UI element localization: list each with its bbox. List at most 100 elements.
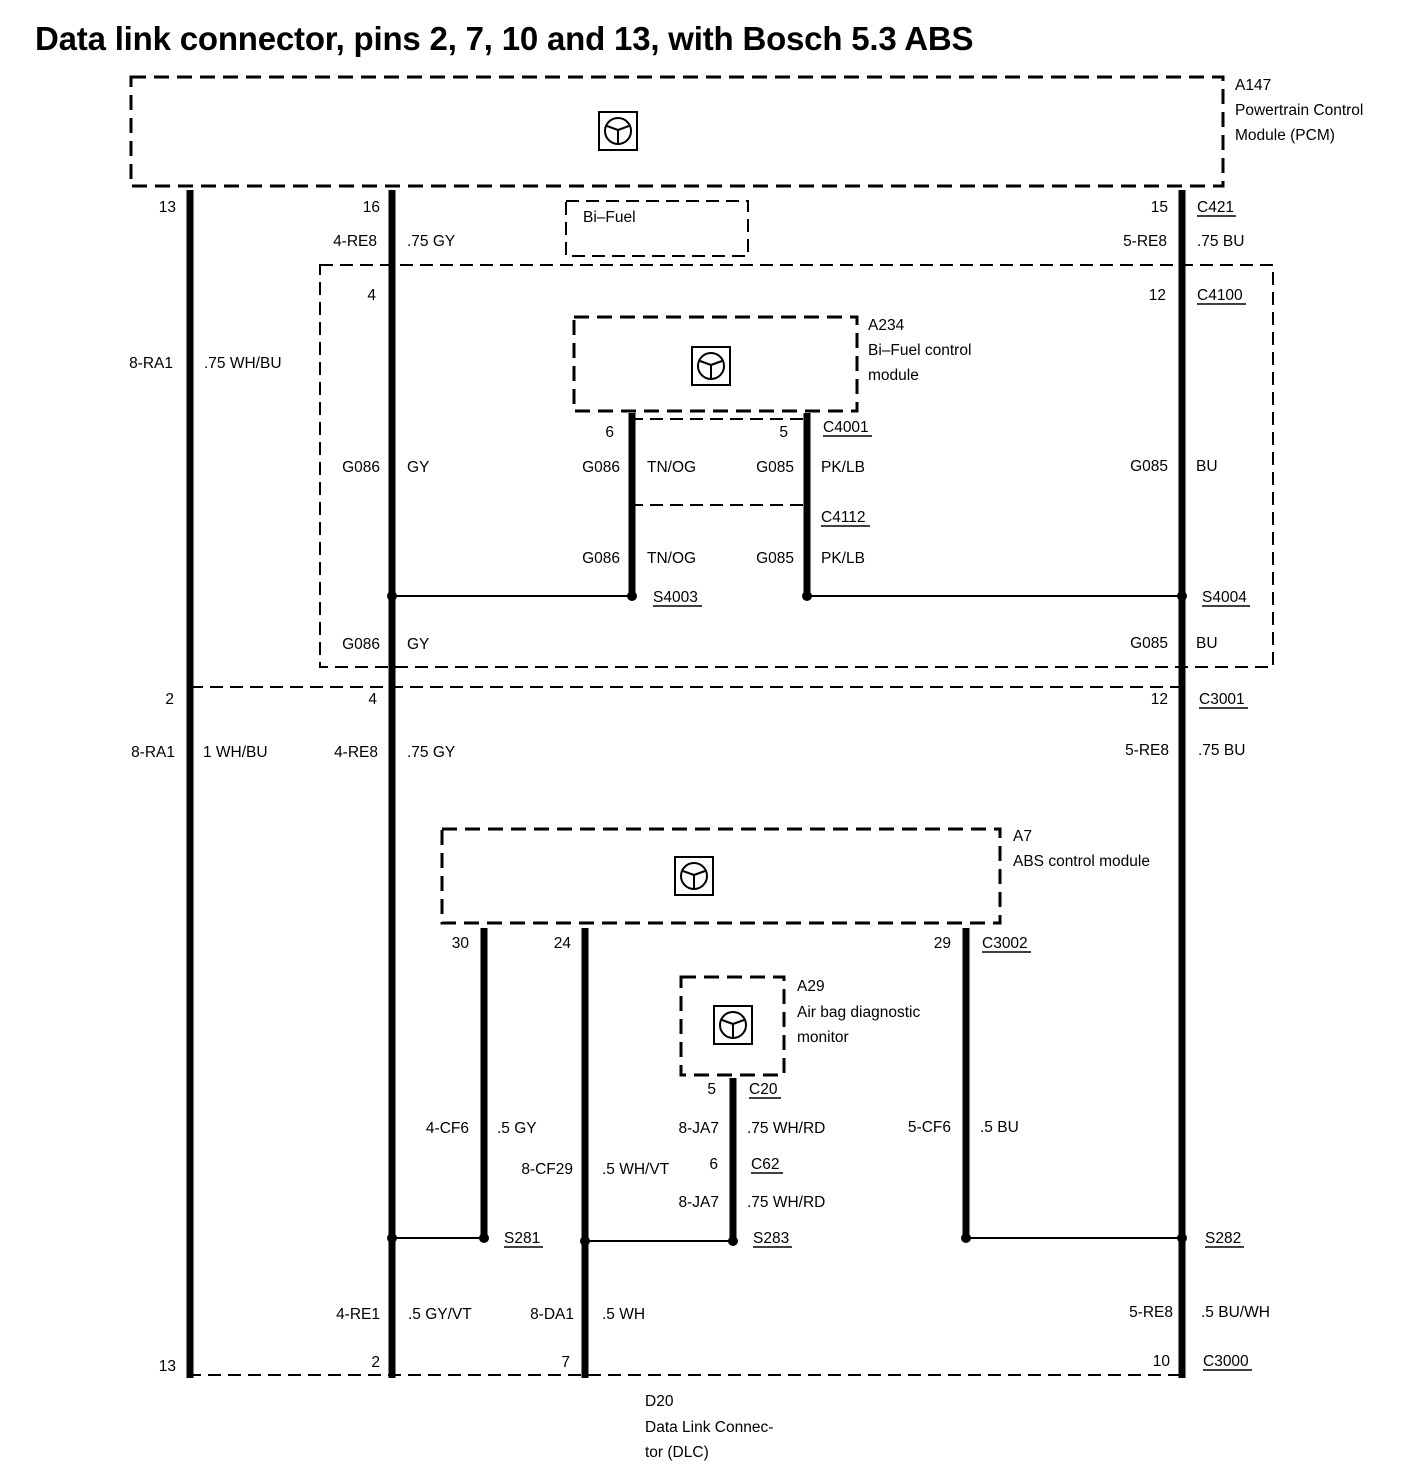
connector-c3000: C3000 xyxy=(1203,1353,1249,1370)
wire-spec-label: .5 GY/VT xyxy=(408,1306,472,1323)
splice-dot xyxy=(802,591,812,601)
wire-circuit-label: 5-RE8 xyxy=(1129,1304,1173,1321)
pin-number: 16 xyxy=(363,199,380,216)
wire-spec-label: GY xyxy=(407,636,429,653)
pin-number: 4 xyxy=(368,691,377,708)
pcm-box xyxy=(129,75,1225,188)
wire-circuit-label: G085 xyxy=(756,459,794,476)
splice-dot xyxy=(961,1233,971,1243)
wire-spec-label: BU xyxy=(1196,635,1218,652)
abs-module-id: A7 xyxy=(1013,828,1032,845)
abs-module-icon xyxy=(674,856,714,896)
wire-spec-label: .75 WH/RD xyxy=(747,1194,825,1211)
pin-number: 24 xyxy=(554,935,572,952)
pin-number: 13 xyxy=(159,199,176,216)
bifuel-option-area xyxy=(319,264,1274,668)
wire-spec-label: .75 WH/BU xyxy=(204,355,282,372)
wire-spec-label: GY xyxy=(407,459,429,476)
wire-spec-label: .75 BU xyxy=(1197,233,1244,250)
pin-number: 15 xyxy=(1151,199,1168,216)
bifuel-option-box xyxy=(565,200,749,257)
splice-dot xyxy=(627,591,637,601)
airbag-monitor-box xyxy=(679,975,786,1077)
splice-s283: S283 xyxy=(753,1230,789,1247)
splice-dot xyxy=(580,1236,590,1246)
connector-c4001: C4001 xyxy=(823,419,869,436)
pin-number: 29 xyxy=(934,935,951,952)
wire-circuit-label: 4-RE8 xyxy=(333,233,377,250)
wire-circuit-label: 8-RA1 xyxy=(131,744,175,761)
wire-spec-label: BU xyxy=(1196,458,1218,475)
bifuel-module-box xyxy=(572,315,859,413)
splice-dot xyxy=(1177,591,1187,601)
airbag-monitor-name-line2: monitor xyxy=(797,1029,849,1046)
splice-s282: S282 xyxy=(1205,1230,1241,1247)
bifuel-module-icon xyxy=(691,346,731,386)
pin-number: 30 xyxy=(452,935,470,952)
wire-circuit-label: 8-JA7 xyxy=(679,1120,720,1137)
connector-c4100: C4100 xyxy=(1197,287,1243,304)
wire-spec-label: 1 WH/BU xyxy=(203,744,268,761)
wire-circuit-label: G086 xyxy=(342,459,380,476)
wire-circuit-label: 8-RA1 xyxy=(129,355,173,372)
splice-s4004: S4004 xyxy=(1202,589,1247,606)
pcm-name-line2: Module (PCM) xyxy=(1235,127,1335,144)
pcm-name-line1: Powertrain Control xyxy=(1235,102,1363,119)
wire-spec-label: .5 WH/VT xyxy=(602,1161,670,1178)
pin-number: 6 xyxy=(605,424,614,441)
pin-number: 6 xyxy=(709,1156,718,1173)
pin-number: 4 xyxy=(367,287,376,304)
connector-c20: C20 xyxy=(749,1081,778,1098)
wire-circuit-label: 4-RE8 xyxy=(334,744,378,761)
pcm-module-icon xyxy=(598,111,638,151)
abs-module-box xyxy=(440,827,1002,925)
wire-circuit-label: G085 xyxy=(1130,635,1168,652)
pin-number: 12 xyxy=(1149,287,1166,304)
bifuel-module-id: A234 xyxy=(868,317,905,334)
wire-circuit-label: G086 xyxy=(582,459,620,476)
airbag-monitor-name-line1: Air bag diagnostic xyxy=(797,1004,920,1021)
bifuel-option-label: Bi–Fuel xyxy=(583,209,636,226)
splice-dot xyxy=(728,1236,738,1246)
pin-number: 10 xyxy=(1153,1353,1171,1370)
pcm-id: A147 xyxy=(1235,77,1271,94)
bifuel-module-name-line2: module xyxy=(868,367,919,384)
pin-number: 5 xyxy=(779,424,788,441)
wire-spec-label: PK/LB xyxy=(821,459,865,476)
splice-dot xyxy=(1177,1233,1187,1243)
connector-c4112: C4112 xyxy=(821,509,866,526)
airbag-monitor-icon xyxy=(713,1005,753,1045)
wire-spec-label: .75 GY xyxy=(407,233,455,250)
wire-circuit-label: 8-JA7 xyxy=(679,1194,720,1211)
wire-circuit-label: G086 xyxy=(582,550,620,567)
bifuel-module-name-line1: Bi–Fuel control xyxy=(868,342,971,359)
wire-spec-label: .5 BU/WH xyxy=(1201,1304,1270,1321)
pin-number: 7 xyxy=(561,1354,570,1371)
pin-number: 13 xyxy=(159,1358,176,1375)
wire-spec-label: TN/OG xyxy=(647,459,696,476)
page-title: Data link connector, pins 2, 7, 10 and 1… xyxy=(35,20,974,57)
connector-c3001: C3001 xyxy=(1199,691,1245,708)
splice-dot xyxy=(479,1233,489,1243)
pin-number: 2 xyxy=(165,691,174,708)
wire-spec-label: TN/OG xyxy=(647,550,696,567)
pin-number: 12 xyxy=(1151,691,1168,708)
wire-circuit-label: G086 xyxy=(342,636,380,653)
wire-spec-label: .75 BU xyxy=(1198,742,1245,759)
wire-circuit-label: 8-DA1 xyxy=(530,1306,574,1323)
wire-circuit-label: 4-RE1 xyxy=(336,1306,380,1323)
wire-spec-label: PK/LB xyxy=(821,550,865,567)
wire-spec-label: .75 GY xyxy=(407,744,455,761)
splice-dot xyxy=(387,591,397,601)
wire-circuit-label: G085 xyxy=(1130,458,1168,475)
abs-module-name: ABS control module xyxy=(1013,853,1150,870)
wire-spec-label: .5 BU xyxy=(980,1119,1019,1136)
dlc-name-line1: Data Link Connec- xyxy=(645,1419,773,1436)
splice-s4003: S4003 xyxy=(653,589,698,606)
wire-spec-label: .5 WH xyxy=(602,1306,645,1323)
wire-spec-label: .5 GY xyxy=(497,1120,537,1137)
dlc-name-line2: tor (DLC) xyxy=(645,1444,709,1461)
wire-spec-label: .75 WH/RD xyxy=(747,1120,825,1137)
connector-c3002: C3002 xyxy=(982,935,1028,952)
